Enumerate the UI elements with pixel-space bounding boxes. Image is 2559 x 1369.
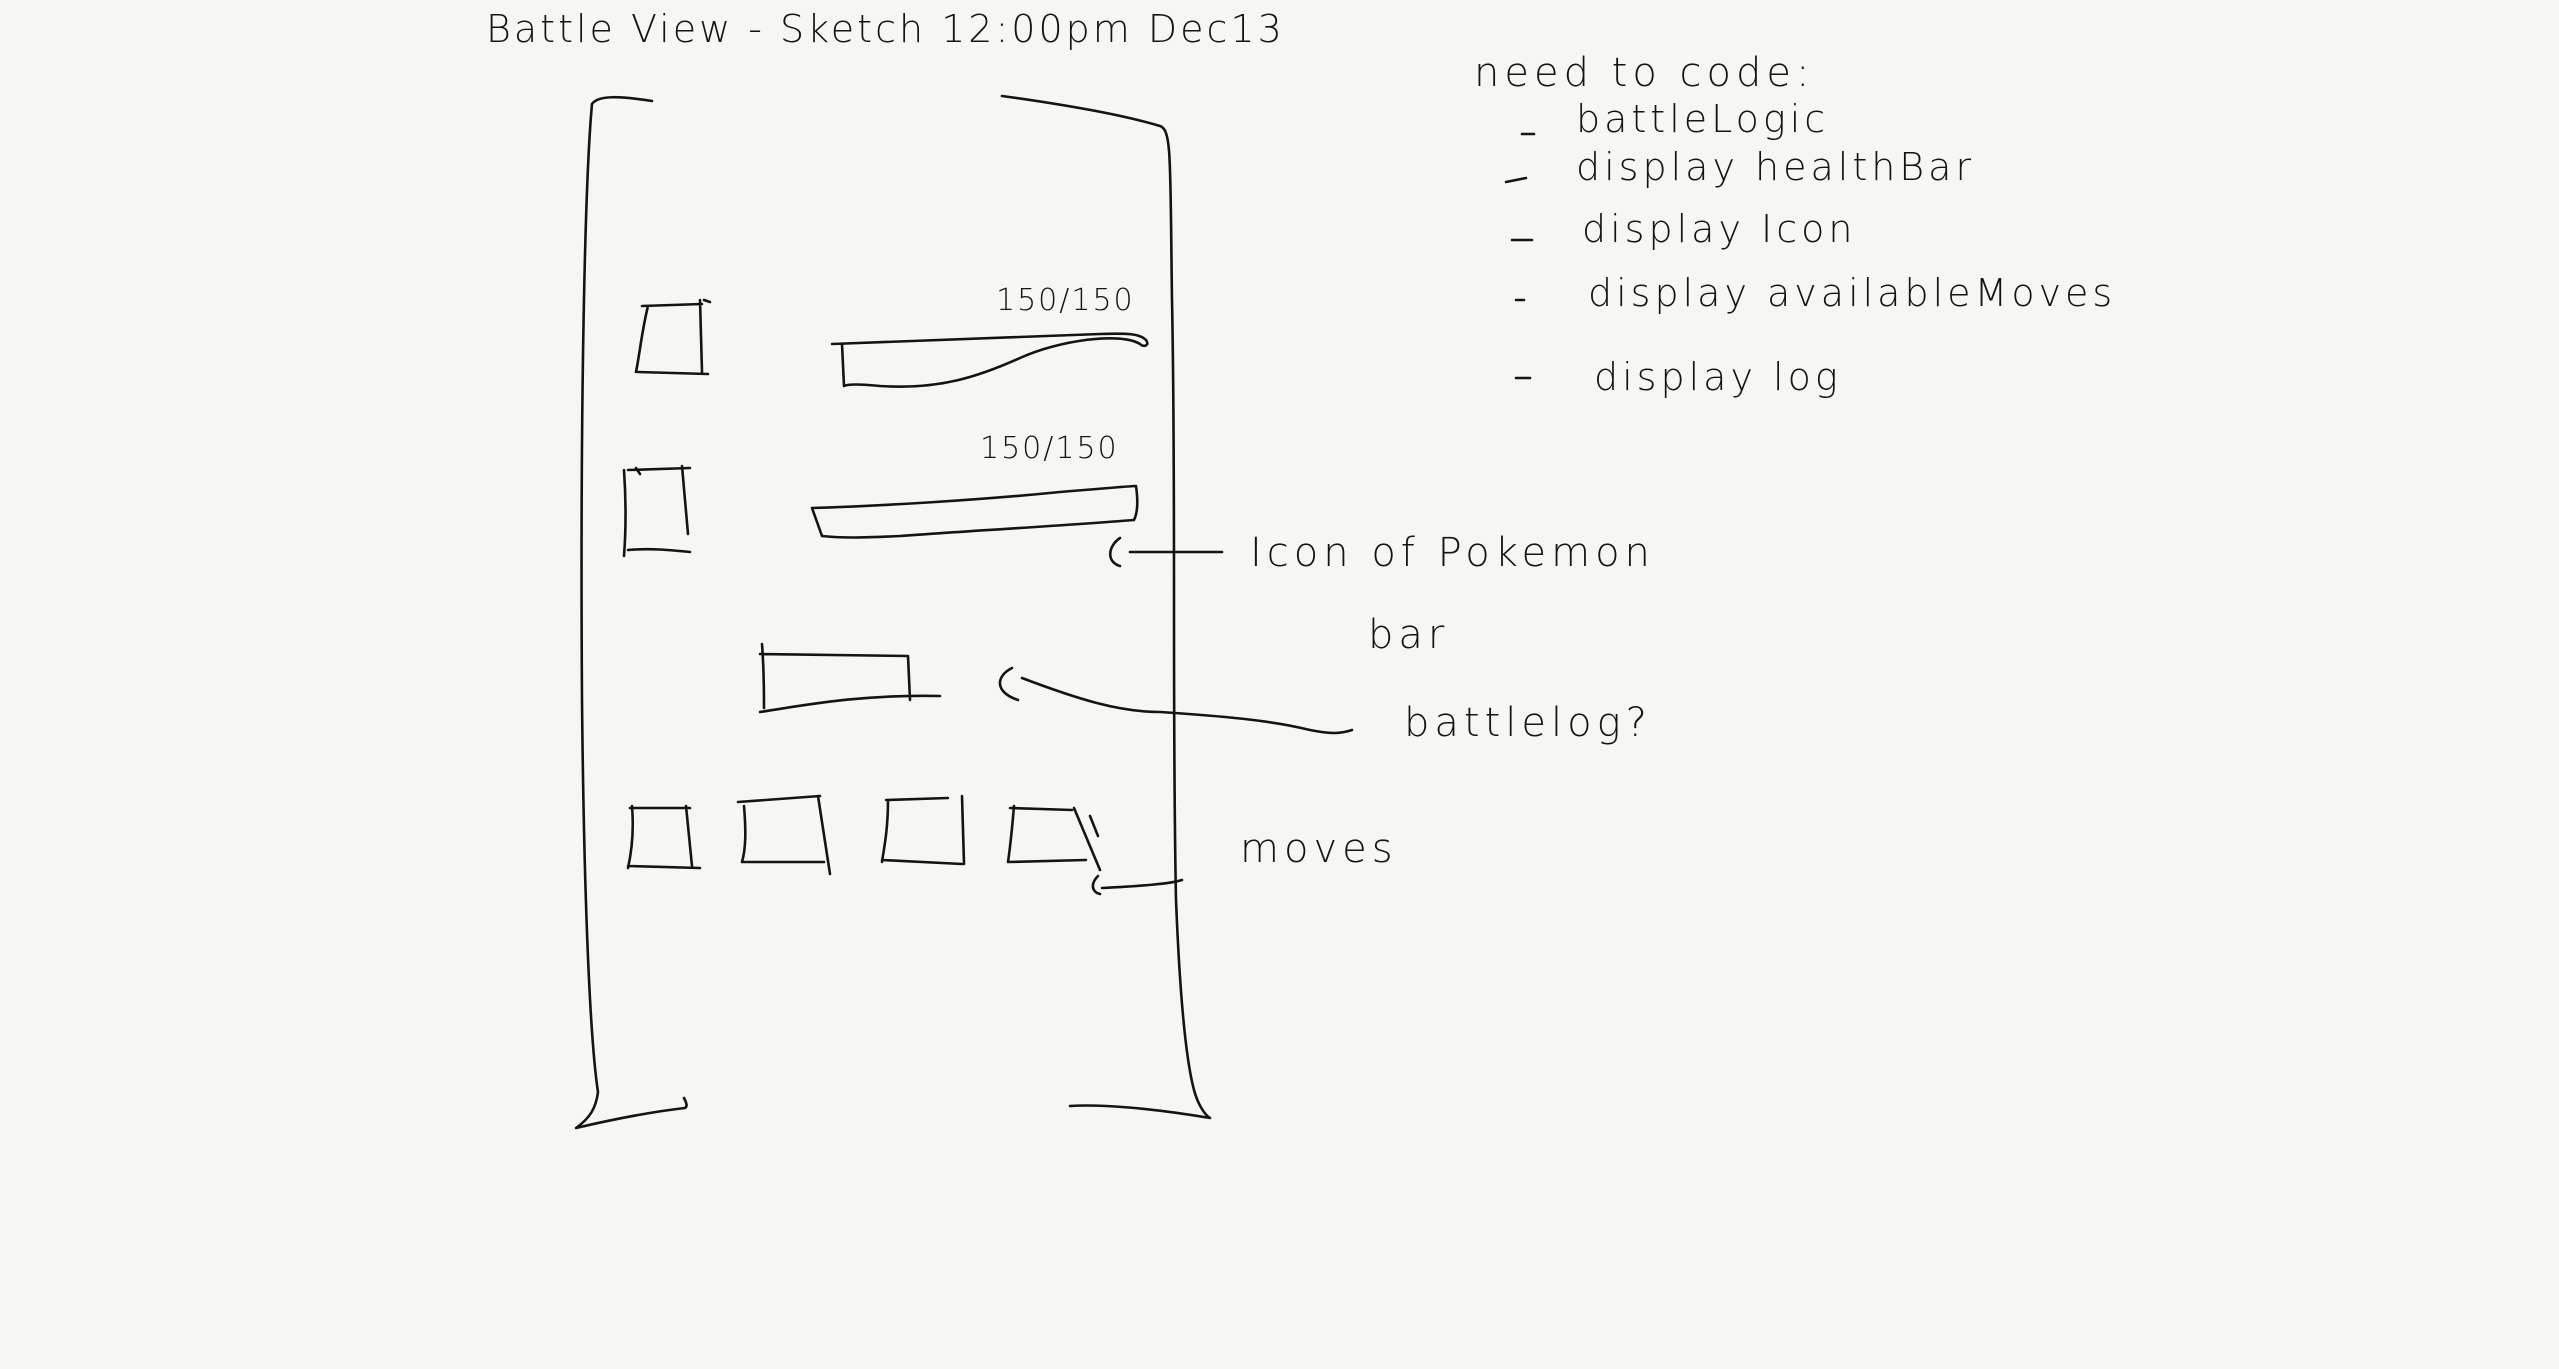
enemy-icon-box bbox=[622, 464, 692, 558]
todo-item-1: battleLogic bbox=[1576, 97, 1829, 141]
sketch-title: Battle View - Sketch 12:00pm Dec13 bbox=[486, 7, 1285, 51]
player-health-bar bbox=[830, 332, 1149, 388]
moves-pointer-line bbox=[1091, 874, 1184, 896]
bar-label: bar bbox=[1368, 612, 1449, 658]
player-hp-text: 150/150 bbox=[996, 283, 1135, 318]
battlelog-label: battlelog? bbox=[1404, 700, 1652, 746]
enemy-hp-text: 150/150 bbox=[980, 431, 1119, 466]
move-slot-3 bbox=[880, 794, 966, 866]
move-slot-4 bbox=[1006, 804, 1102, 872]
icon-pointer-line bbox=[1108, 536, 1224, 568]
battle-log-box bbox=[758, 642, 942, 714]
todo-heading: need to code: bbox=[1474, 50, 1815, 96]
phone-outline-left bbox=[574, 95, 688, 1130]
todo-item-4: display availableMoves bbox=[1588, 271, 2116, 315]
log-pointer-line bbox=[998, 666, 1354, 735]
move-slot-2 bbox=[736, 794, 832, 876]
todo-item-5: display log bbox=[1594, 355, 1842, 399]
moves-label: moves bbox=[1240, 826, 1398, 872]
phone-outline-right bbox=[1000, 94, 1212, 1120]
todo-item-2: display healthBar bbox=[1576, 145, 1975, 189]
icon-label: Icon of Pokemon bbox=[1250, 530, 1655, 576]
todo-item-3: display Icon bbox=[1582, 207, 1856, 251]
player-icon-box bbox=[634, 298, 712, 376]
enemy-health-bar bbox=[810, 484, 1139, 539]
move-slot-1 bbox=[626, 804, 702, 870]
todo-bullet-2 bbox=[1504, 176, 1528, 184]
